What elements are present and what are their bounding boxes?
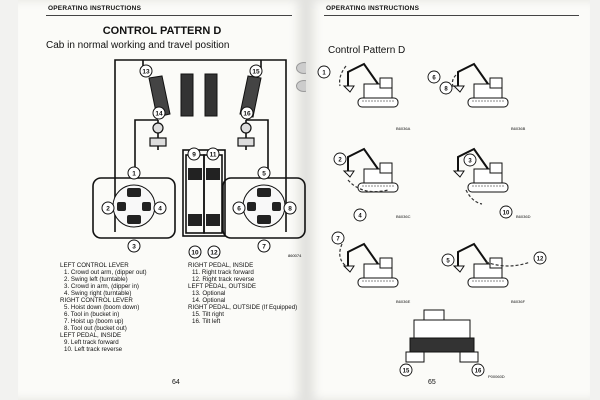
callout-6: 6 xyxy=(237,206,241,213)
caption-item: 4. Swing right (turntable) xyxy=(64,290,132,297)
figure-code: P00060D xyxy=(488,374,505,379)
caption-item: 11. Right track forward xyxy=(192,269,254,276)
caption-item: 10. Left track reverse xyxy=(64,346,123,353)
figure-code: 860074 xyxy=(288,253,302,258)
callout-15: 15 xyxy=(403,369,410,375)
excavator-illustrations: 1 6 2 3 4 10 7 5 8 12 15 16 B6036A B6036… xyxy=(317,63,547,379)
callout-7: 7 xyxy=(336,237,340,243)
control-layout-diagram: 1 2 3 4 5 6 7 8 9 10 11 12 13 14 15 16 8… xyxy=(92,59,306,259)
callout-14: 14 xyxy=(155,111,163,118)
page-header: OPERATING INSTRUCTIONS xyxy=(48,5,142,12)
callout-11: 11 xyxy=(210,152,217,159)
callout-10: 10 xyxy=(503,211,510,217)
figure-code: B6036B xyxy=(511,126,526,131)
callout-8: 8 xyxy=(444,87,448,93)
callout-5: 5 xyxy=(262,171,266,178)
callout-1: 1 xyxy=(132,171,136,178)
callout-16: 16 xyxy=(475,369,482,375)
right-page: OPERATING INSTRUCTIONS Control Pattern D xyxy=(306,0,590,400)
figure-code: B6036C xyxy=(396,214,411,219)
page-number: 65 xyxy=(428,379,436,386)
callout-13: 13 xyxy=(142,69,150,76)
caption-item: 14. Optional xyxy=(192,297,226,304)
figure-code: B6036F xyxy=(511,299,526,304)
callout-15: 15 xyxy=(252,69,260,76)
page-title: CONTROL PATTERN D xyxy=(102,25,222,37)
caption-heading: RIGHT CONTROL LEVER xyxy=(60,297,133,304)
caption-item: 2. Swing left (turntable) xyxy=(64,276,128,283)
callout-7: 7 xyxy=(262,244,266,251)
caption-item: 16. Tilt left xyxy=(192,318,221,325)
callout-2: 2 xyxy=(338,158,342,164)
callout-5: 5 xyxy=(446,259,450,265)
header-rule xyxy=(46,15,292,16)
caption-heading: LEFT PEDAL, INSIDE xyxy=(60,332,122,339)
caption-item: 3. Crowd in arm, (dipper in) xyxy=(64,283,139,290)
caption-item: 8. Tool out (bucket out) xyxy=(64,325,127,332)
callout-10: 10 xyxy=(191,250,199,257)
figure-code: B6036D xyxy=(516,214,531,219)
page-header: OPERATING INSTRUCTIONS xyxy=(326,5,420,12)
callout-2: 2 xyxy=(106,206,110,213)
caption-heading: RIGHT PEDAL, INSIDE xyxy=(188,262,254,269)
header-rule xyxy=(324,15,579,16)
callout-16: 16 xyxy=(243,111,251,118)
figure-code: B6036A xyxy=(396,126,411,131)
callout-1: 1 xyxy=(322,71,326,77)
page-number: 64 xyxy=(172,379,180,386)
caption-item: 12. Right track reverse xyxy=(192,276,255,283)
callout-8: 8 xyxy=(288,206,292,213)
callout-9: 9 xyxy=(192,152,196,159)
page-title: Control Pattern D xyxy=(328,45,406,56)
caption-heading: LEFT CONTROL LEVER xyxy=(60,262,129,269)
figure-code: B6036E xyxy=(396,299,411,304)
page-subtitle: Cab in normal working and travel positio… xyxy=(46,40,230,51)
caption-heading: RIGHT PEDAL, OUTSIDE (If Equipped) xyxy=(188,304,298,311)
callout-3: 3 xyxy=(468,159,472,165)
callout-4: 4 xyxy=(358,214,362,220)
caption-item: 9. Left track forward xyxy=(64,339,119,346)
callout-4: 4 xyxy=(158,206,162,213)
caption-item: 1. Crowd out arm, (dipper out) xyxy=(64,269,147,276)
callout-12: 12 xyxy=(210,250,218,257)
callout-12: 12 xyxy=(537,257,544,263)
caption-item: 6. Tool in (bucket in) xyxy=(64,311,120,318)
caption-item: 13. Optional xyxy=(192,290,226,297)
left-page: OPERATING INSTRUCTIONS CONTROL PATTERN D… xyxy=(18,0,306,400)
caption-heading: LEFT PEDAL, OUTSIDE xyxy=(188,283,256,290)
callout-3: 3 xyxy=(132,244,136,251)
caption-item: 5. Hoist down (boom down) xyxy=(64,304,140,311)
callout-6: 6 xyxy=(432,76,436,82)
caption-item: 15. Tilt right xyxy=(192,311,224,318)
caption-item: 7. Hoist up (boom up) xyxy=(64,318,124,325)
